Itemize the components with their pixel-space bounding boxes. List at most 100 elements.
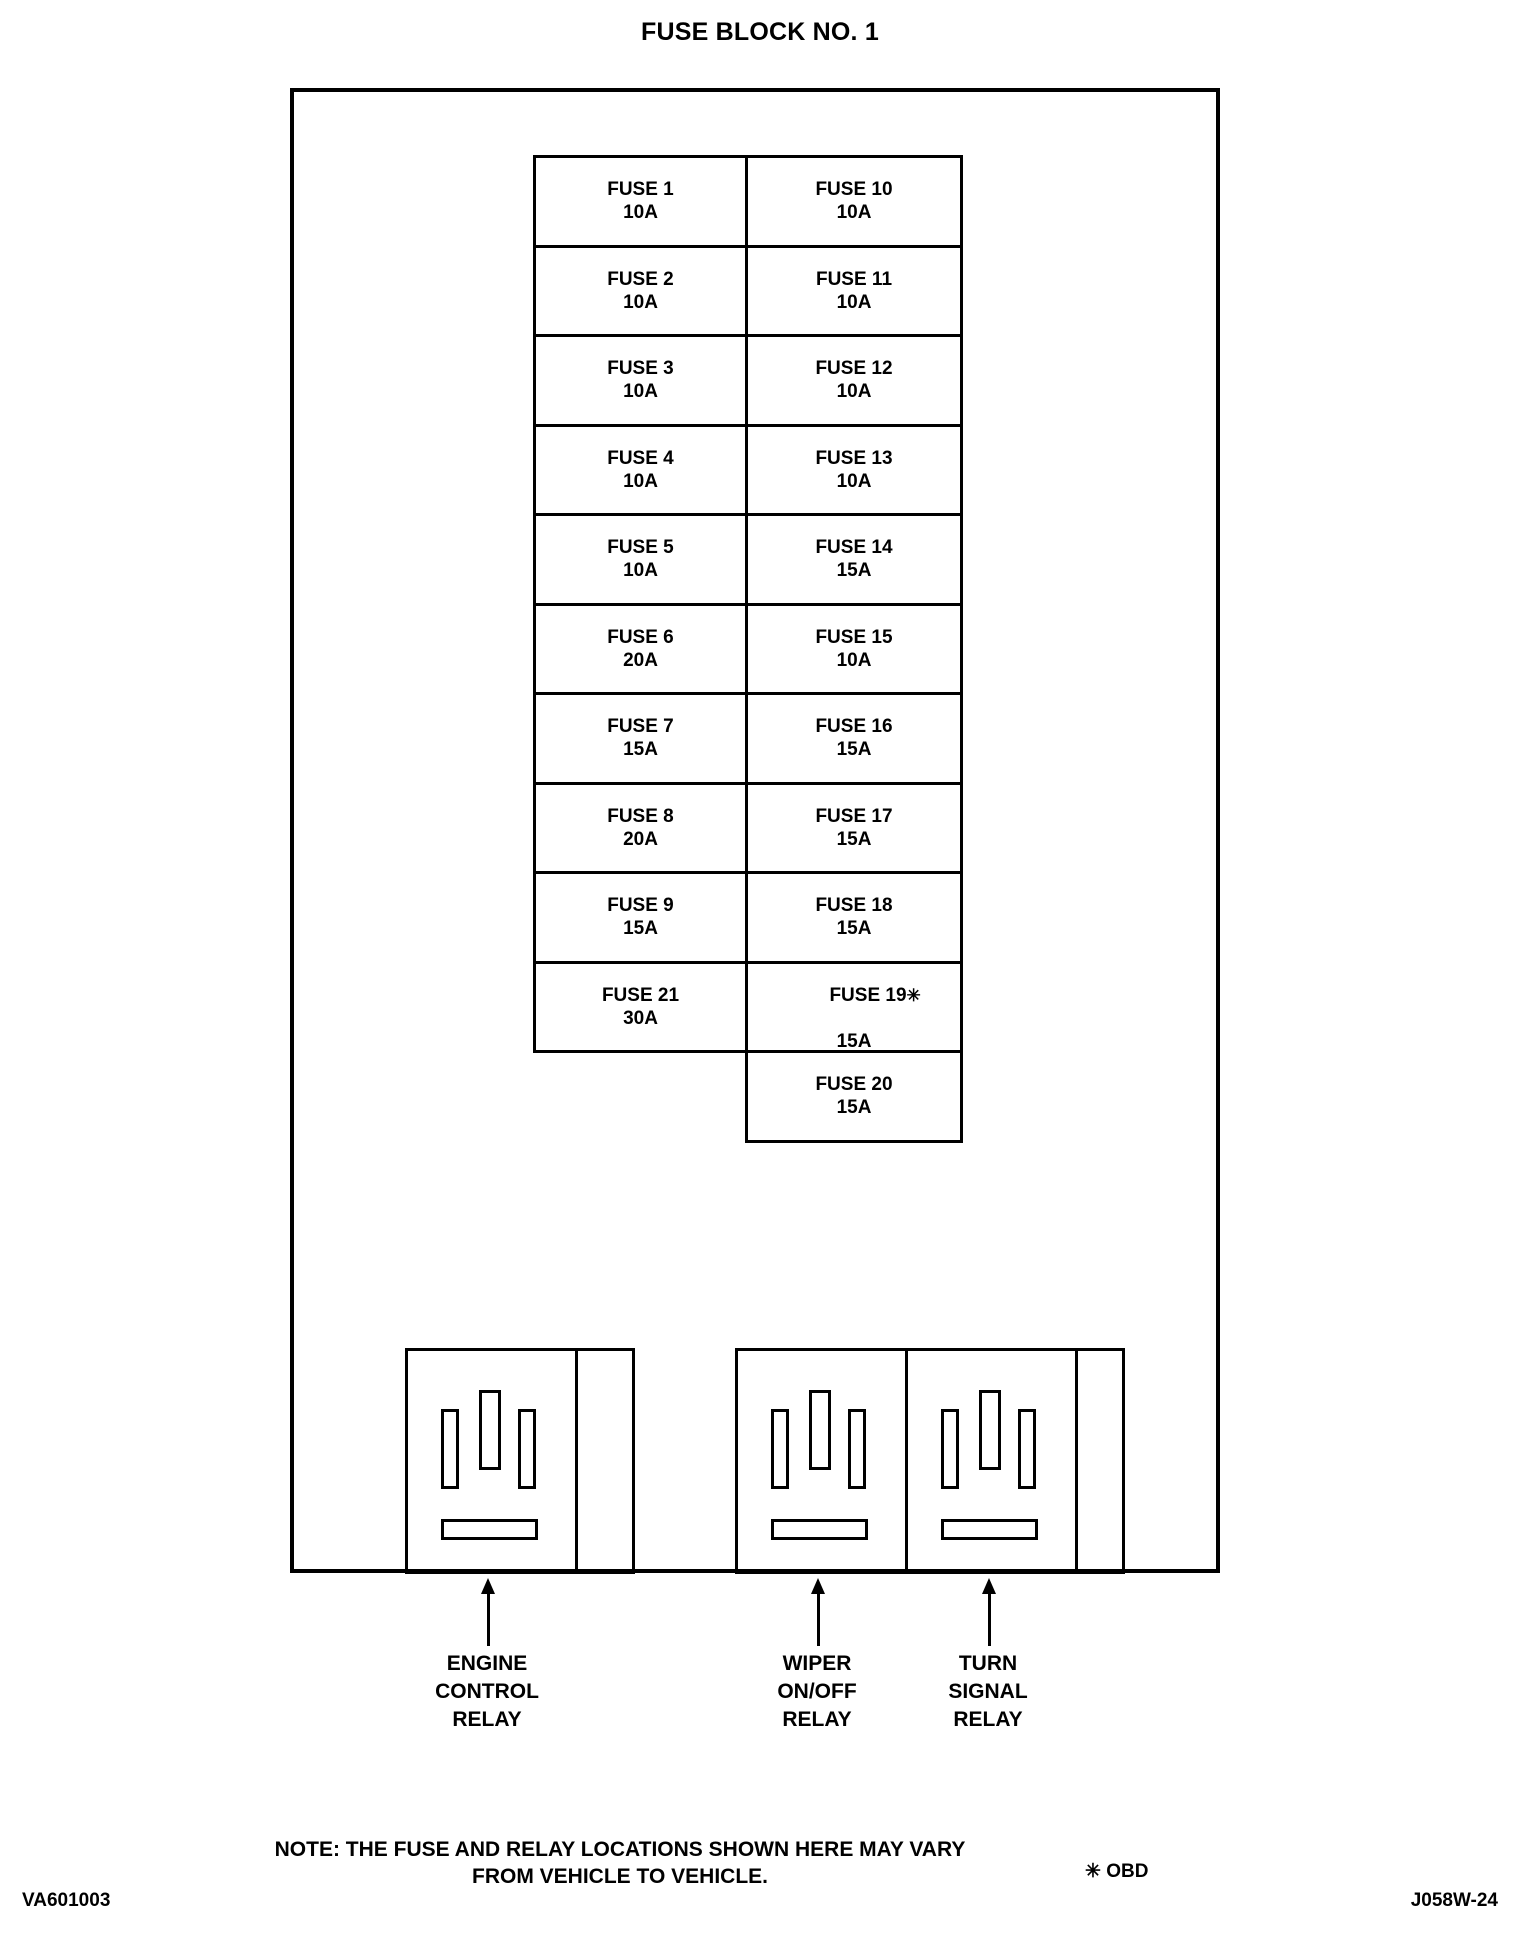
fuse-cell[interactable]: FUSE 11 10A <box>745 244 963 337</box>
figure-code-right: J058W-24 <box>1410 1890 1498 1911</box>
relay-wrapper-wiper-turn <box>735 1348 1125 1574</box>
callout-arrow-engine-control-icon <box>481 1578 495 1646</box>
fuse-cell[interactable]: FUSE 21 30A <box>533 960 748 1053</box>
relay-pin-center-icon <box>979 1390 1001 1470</box>
relay-pin-right-icon <box>1018 1409 1036 1489</box>
fuse-rating: 10A <box>623 291 658 313</box>
fuse-rating: 15A <box>836 918 872 940</box>
fuse-cell[interactable]: FUSE 4 10A <box>533 423 748 516</box>
fuse-cell[interactable]: FUSE 19✳ 15A <box>745 960 963 1053</box>
fuse-rating: 15A <box>836 1030 872 1052</box>
fuse-cell[interactable]: FUSE 2 10A <box>533 244 748 337</box>
fuse-label: FUSE 18 <box>815 895 893 917</box>
fuse-label-text: FUSE 19 <box>829 984 907 1006</box>
fuse-rating: 20A <box>623 828 658 850</box>
relay-socket-engine-control[interactable] <box>408 1351 578 1571</box>
fuse-cell[interactable]: FUSE 3 10A <box>533 334 748 427</box>
fuse-cell[interactable]: FUSE 18 15A <box>745 871 963 964</box>
relay-pin-right-icon <box>518 1409 536 1489</box>
fuse-column-left: FUSE 1 10A FUSE 2 10A FUSE 3 10A FUSE 4 … <box>533 155 748 1143</box>
arrow-stem-icon <box>988 1589 991 1646</box>
relay-pin-left-icon <box>771 1409 789 1489</box>
fuse-cell[interactable]: FUSE 8 20A <box>533 781 748 874</box>
fuse-cell[interactable]: FUSE 7 15A <box>533 692 748 785</box>
fuse-cell[interactable]: FUSE 5 10A <box>533 513 748 606</box>
fuse-rating: 30A <box>623 1007 658 1029</box>
fuse-cell[interactable]: FUSE 17 15A <box>745 781 963 874</box>
fuse-label: FUSE 15 <box>815 626 893 648</box>
relay-label-turn-signal: TURN SIGNAL RELAY <box>948 1652 1028 1731</box>
fuse-label: FUSE 21 <box>601 984 680 1006</box>
fuse-label: FUSE 10 <box>815 179 893 201</box>
fuse-label: FUSE 9 <box>607 895 674 917</box>
fuse-rating: 15A <box>836 560 872 582</box>
fuse-rating: 10A <box>836 202 872 224</box>
fuse-rating: 10A <box>623 470 658 492</box>
figure-code-left: VA601003 <box>22 1890 111 1911</box>
arrow-head-icon <box>982 1578 996 1594</box>
fuse-rating: 10A <box>836 649 872 671</box>
fuse-label: FUSE 7 <box>607 716 674 738</box>
relay-pin-center-icon <box>809 1390 831 1470</box>
callout-arrow-wiper-onoff-icon <box>811 1578 825 1646</box>
fuse-label: FUSE 6 <box>607 626 674 648</box>
arrow-stem-icon <box>487 1589 490 1646</box>
relay-wrapper-engine-control <box>405 1348 635 1574</box>
fuse-rating: 10A <box>623 560 658 582</box>
fuse-cell[interactable]: FUSE 16 15A <box>745 692 963 785</box>
fuse-cell[interactable]: FUSE 6 20A <box>533 602 748 695</box>
fuse-label: FUSE 13 <box>815 447 893 469</box>
obd-legend: ✳ OBD <box>1085 1861 1149 1882</box>
fuse-label: FUSE 2 <box>607 268 674 290</box>
fuse-cell[interactable]: FUSE 12 10A <box>745 334 963 427</box>
page-title: FUSE BLOCK NO. 1 <box>641 18 879 46</box>
relay-pin-bar-icon <box>441 1519 538 1540</box>
fuse-rating: 15A <box>836 828 872 850</box>
fuse-label: FUSE 5 <box>607 537 674 559</box>
fuse-label: FUSE 19✳ <box>787 960 920 1030</box>
fuse-grid: FUSE 1 10A FUSE 2 10A FUSE 3 10A FUSE 4 … <box>533 155 963 1143</box>
fuse-rating: 15A <box>836 739 872 761</box>
fuse-rating: 10A <box>623 202 658 224</box>
relay-socket-blank <box>1078 1351 1122 1571</box>
relay-label-engine-control: ENGINE CONTROL RELAY <box>435 1652 539 1731</box>
fuse-rating: 10A <box>623 381 658 403</box>
fuse-cell[interactable]: FUSE 20 15A <box>745 1050 963 1143</box>
fuse-rating: 10A <box>836 291 872 313</box>
fuse-rating: 10A <box>836 381 872 403</box>
fuse-label: FUSE 4 <box>607 447 674 469</box>
fuse-cell[interactable]: FUSE 10 10A <box>745 155 963 248</box>
arrow-head-icon <box>481 1578 495 1594</box>
fuse-column-right: FUSE 10 10A FUSE 11 10A FUSE 12 10A FUSE… <box>745 155 963 1143</box>
relay-pin-bar-icon <box>771 1519 868 1540</box>
relay-area <box>290 1348 1220 1574</box>
fuse-label: FUSE 3 <box>607 358 674 380</box>
fuse-label: FUSE 8 <box>607 805 674 827</box>
fuse-cell[interactable]: FUSE 1 10A <box>533 155 748 248</box>
fuse-label: FUSE 1 <box>607 179 674 201</box>
relay-socket-wiper-onoff[interactable] <box>738 1351 908 1571</box>
fuse-rating: 10A <box>836 470 872 492</box>
fuse-rating: 15A <box>836 1097 872 1119</box>
fuse-cell[interactable]: FUSE 13 10A <box>745 423 963 516</box>
fuse-label: FUSE 11 <box>815 268 893 290</box>
fuse-label: FUSE 16 <box>815 716 893 738</box>
footer-note: NOTE: THE FUSE AND RELAY LOCATIONS SHOWN… <box>274 1838 966 1889</box>
callout-arrow-turn-signal-icon <box>982 1578 996 1646</box>
fuse-cell[interactable]: FUSE 15 10A <box>745 602 963 695</box>
relay-pin-center-icon <box>479 1390 501 1470</box>
relay-pin-left-icon <box>441 1409 459 1489</box>
fuse-rating: 20A <box>623 649 658 671</box>
fuse-label: FUSE 14 <box>815 537 893 559</box>
fuse-rating: 15A <box>623 739 658 761</box>
relay-socket-blank <box>578 1351 632 1571</box>
arrow-stem-icon <box>817 1589 820 1646</box>
fuse-label: FUSE 17 <box>815 805 893 827</box>
relay-label-wiper-onoff: WIPER ON/OFF RELAY <box>777 1652 857 1731</box>
relay-socket-turn-signal[interactable] <box>908 1351 1078 1571</box>
fuse-cell[interactable]: FUSE 14 15A <box>745 513 963 606</box>
arrow-head-icon <box>811 1578 825 1594</box>
relay-pin-bar-icon <box>941 1519 1038 1540</box>
fuse-cell[interactable]: FUSE 9 15A <box>533 871 748 964</box>
relay-pin-right-icon <box>848 1409 866 1489</box>
